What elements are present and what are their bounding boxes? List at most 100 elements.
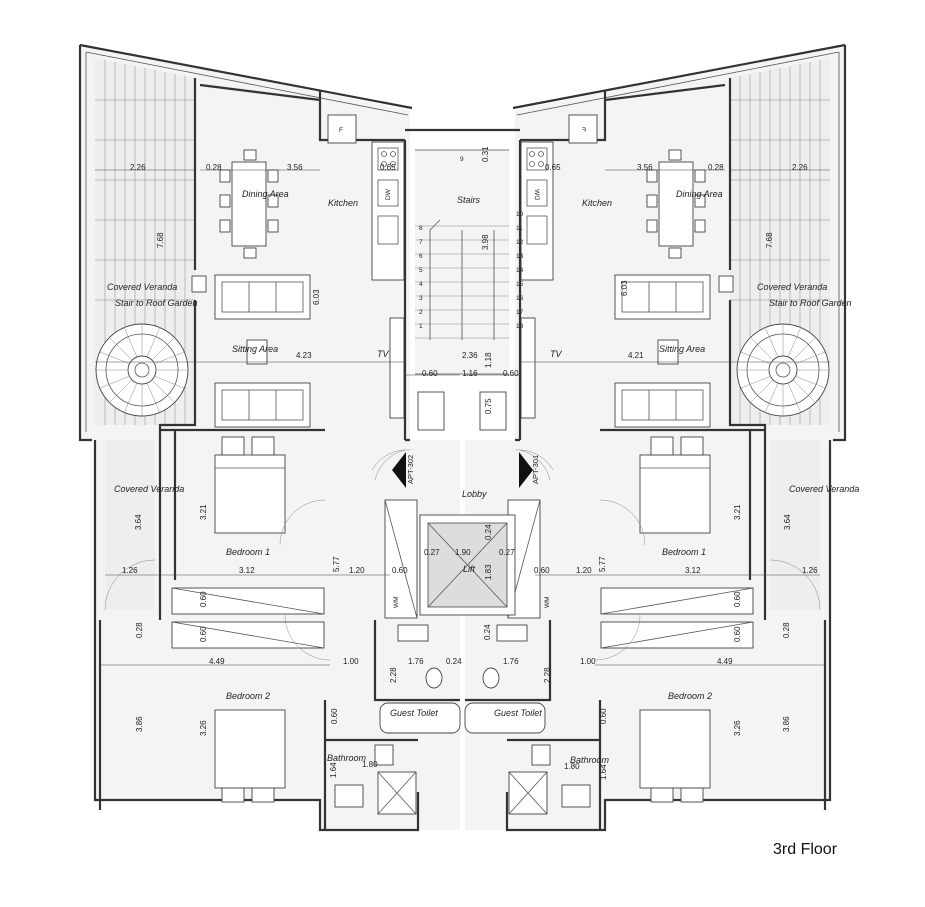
dim: 0.60 xyxy=(599,708,608,724)
left-bathroom: Bathroom xyxy=(327,753,367,763)
dim: 7.68 xyxy=(156,232,165,248)
dim: 0.60 xyxy=(733,591,742,607)
stair-treads xyxy=(415,225,509,339)
dim: 0.24 xyxy=(484,524,493,540)
labels-right: Covered Veranda Stair to Roof Garden Din… xyxy=(483,163,859,780)
dim: 3.26 xyxy=(199,720,208,736)
dim: 2.28 xyxy=(389,667,398,683)
step-num: 10 xyxy=(516,211,524,218)
dim: 5.77 xyxy=(332,556,341,572)
left-covered-veranda-mid: Covered Veranda xyxy=(114,484,184,494)
right-kitchen: Kitchen xyxy=(582,198,612,208)
dim: 4.21 xyxy=(628,351,644,360)
lift-label: Lift xyxy=(463,564,476,574)
dim: 1.00 xyxy=(580,657,596,666)
apt-301-door xyxy=(514,449,554,488)
dim: 4.23 xyxy=(296,351,312,360)
dim: 4.49 xyxy=(209,657,225,666)
left-bedroom1: Bedroom 1 xyxy=(226,547,270,557)
lobby-label: Lobby xyxy=(462,489,487,499)
left-covered-veranda-top: Covered Veranda xyxy=(107,282,177,292)
dim: 0.65 xyxy=(380,163,396,172)
dim: 0.28 xyxy=(206,163,222,172)
labels-core: Stairs Lobby Lift 0.31 3.98 2.36 1.16 1.… xyxy=(419,146,524,580)
dim: 3.21 xyxy=(733,504,742,520)
dim: 0.24 xyxy=(446,657,462,666)
step-num: 9 xyxy=(460,156,464,163)
step-num: 11 xyxy=(516,225,523,232)
step-num: 17 xyxy=(516,309,524,316)
dim: 3.56 xyxy=(637,163,653,172)
step-num: 2 xyxy=(419,309,423,316)
step-num: 4 xyxy=(419,281,423,288)
dim: 1.00 xyxy=(343,657,359,666)
right-covered-veranda-top: Covered Veranda xyxy=(757,282,827,292)
step-num: 18 xyxy=(516,323,524,330)
dim: 3.64 xyxy=(783,514,792,530)
dim: 1.76 xyxy=(408,657,424,666)
dim: 1.26 xyxy=(802,566,818,575)
dim: 0.60 xyxy=(199,626,208,642)
dim: 3.86 xyxy=(135,716,144,732)
dim: 0.60 xyxy=(422,369,438,378)
left-guest-toilet: Guest Toilet xyxy=(390,708,438,718)
left-dining: Dining Area xyxy=(242,189,289,199)
stair-direction xyxy=(429,219,495,340)
step-num: 14 xyxy=(516,267,524,274)
step-num: 16 xyxy=(516,295,524,302)
left-kitchen: Kitchen xyxy=(328,198,358,208)
left-stair-roof: Stair to Roof Garden xyxy=(115,298,198,308)
dim: 6.03 xyxy=(620,280,629,296)
dim: 2.36 xyxy=(462,351,478,360)
right-apt-tag: APT-301 xyxy=(531,455,540,484)
dim: 5.77 xyxy=(598,556,607,572)
step-num: 12 xyxy=(516,239,524,246)
dim: 4.49 xyxy=(717,657,733,666)
dim: 0.27 xyxy=(424,548,440,557)
dim: 3.26 xyxy=(733,720,742,736)
dim: 1.64 xyxy=(599,764,608,780)
dim: 1.83 xyxy=(484,564,493,580)
dim: 1.64 xyxy=(329,762,338,778)
dim: 3.86 xyxy=(782,716,791,732)
right-covered-veranda-mid: Covered Veranda xyxy=(789,484,859,494)
step-num: 15 xyxy=(516,281,524,288)
right-tv: TV xyxy=(550,349,562,359)
dim: 3.21 xyxy=(199,504,208,520)
dim: 0.24 xyxy=(483,624,492,640)
dim: 1.20 xyxy=(349,566,365,575)
right-stair-roof: Stair to Roof Garden xyxy=(769,298,852,308)
dim: 0.60 xyxy=(330,708,339,724)
dim: 0.31 xyxy=(481,146,490,162)
lift xyxy=(419,514,516,616)
stair-core xyxy=(405,128,520,442)
dim: 1.16 xyxy=(462,369,478,378)
right-guest-toilet: Guest Toilet xyxy=(494,708,542,718)
dim: 0.60 xyxy=(199,591,208,607)
floor-caption: 3rd Floor xyxy=(773,841,838,858)
right-sitting: Sitting Area xyxy=(659,344,705,354)
step-num: 6 xyxy=(419,253,423,260)
labels-left: Covered Veranda Stair to Roof Garden Din… xyxy=(107,163,462,778)
step-num: 5 xyxy=(419,267,423,274)
dim: 0.28 xyxy=(135,622,144,638)
step-num: 7 xyxy=(419,239,423,246)
dim: 1.80 xyxy=(564,762,580,771)
dim: 3.12 xyxy=(685,566,701,575)
dim: 2.26 xyxy=(792,163,808,172)
dim: 3.56 xyxy=(287,163,303,172)
dim: 0.60 xyxy=(503,369,519,378)
right-dining: Dining Area xyxy=(676,189,723,199)
step-num: 3 xyxy=(419,295,423,302)
dim: 0.75 xyxy=(484,398,493,414)
dim: 7.68 xyxy=(765,232,774,248)
dim: 3.64 xyxy=(134,514,143,530)
left-sitting: Sitting Area xyxy=(232,344,278,354)
right-bedroom1: Bedroom 1 xyxy=(662,547,706,557)
step-num: 1 xyxy=(419,323,423,330)
step-num: 8 xyxy=(419,225,423,232)
stairs-label: Stairs xyxy=(457,195,481,205)
dim: 1.76 xyxy=(503,657,519,666)
dim: 1.80 xyxy=(362,760,378,769)
